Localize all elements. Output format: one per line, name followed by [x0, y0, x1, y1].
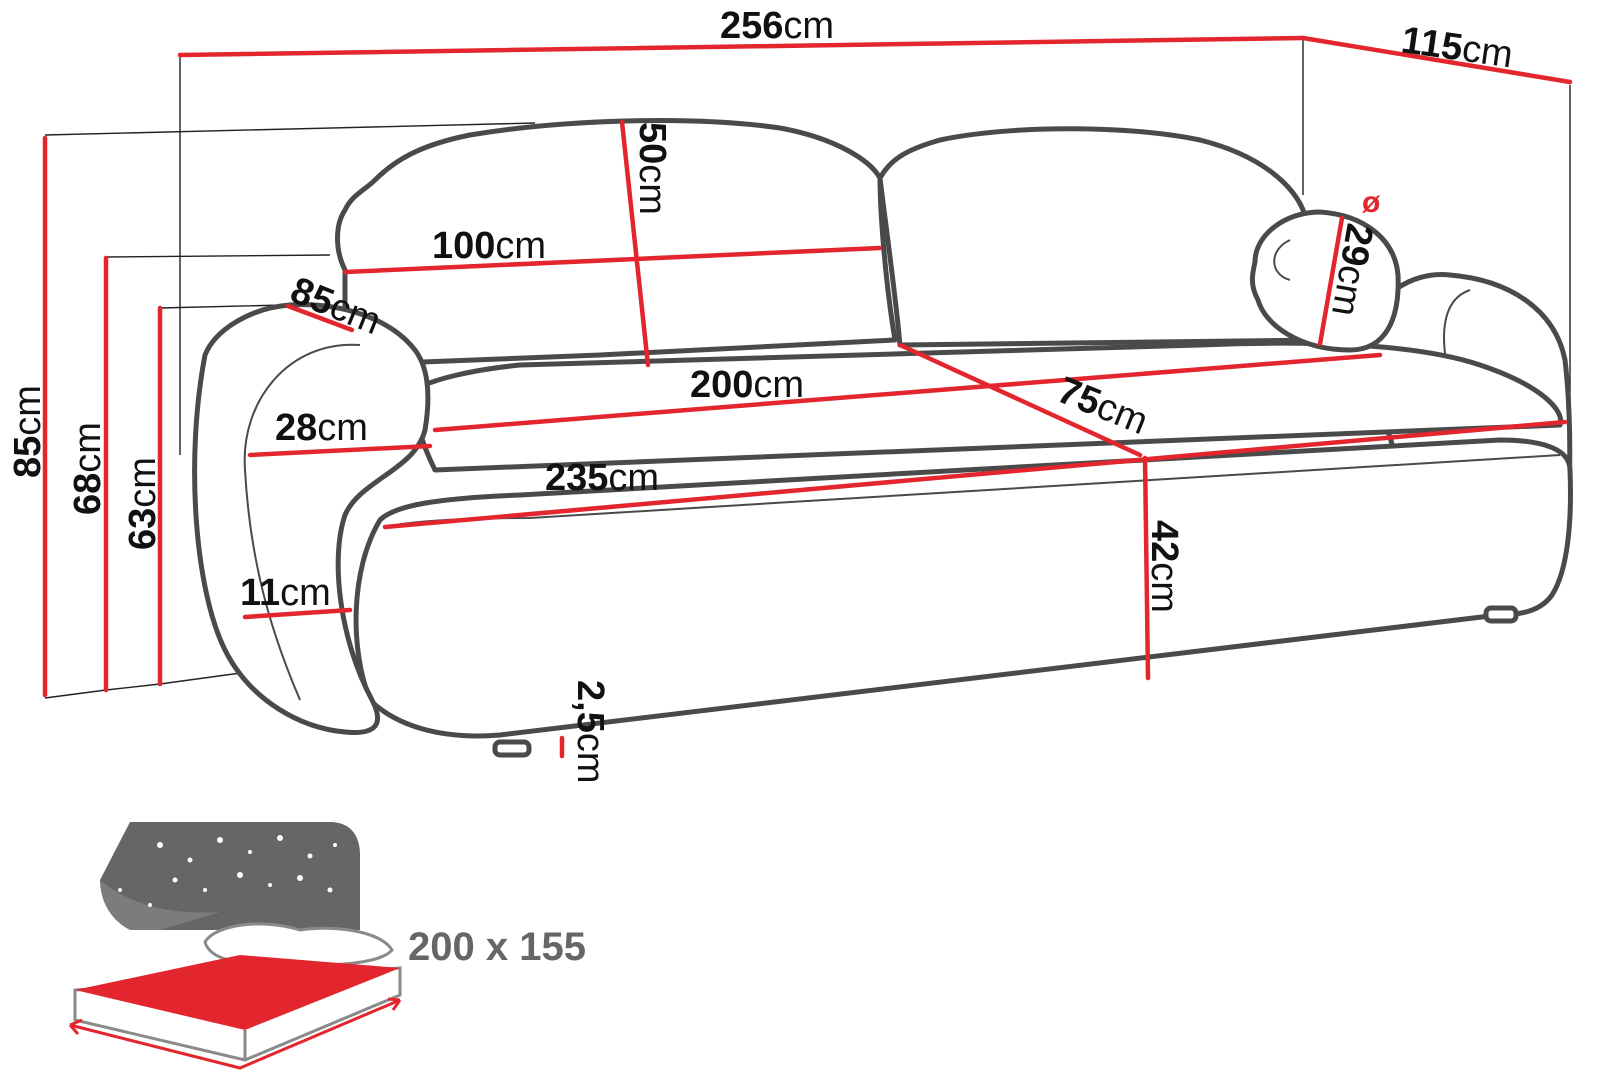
- label-seat-front: 235cm: [545, 457, 659, 499]
- stars: [118, 835, 337, 907]
- seat-front: [353, 437, 1573, 739]
- diameter-symbol: ø: [1362, 186, 1381, 219]
- label-seat-height: 42cm: [1143, 520, 1185, 613]
- round-pillow: [1249, 209, 1401, 353]
- label-back-width: 100cm: [432, 225, 546, 267]
- seat-top: [411, 340, 1564, 473]
- sofa-outline: [192, 118, 1573, 758]
- label-armrest-height: 68cm: [67, 422, 109, 515]
- sleeping-area-label: 200 x 155: [408, 925, 586, 969]
- label-leg-height: 2,5cm: [569, 680, 611, 783]
- label-total-depth: 115cm: [1399, 19, 1516, 76]
- label-arm-top-height: 63cm: [122, 457, 164, 550]
- dimension-lines: [42, 35, 1573, 759]
- label-armrest-width: 28cm: [275, 407, 368, 449]
- label-seat-width: 200cm: [690, 364, 804, 406]
- label-arm-bottom: 11cm: [240, 572, 331, 614]
- back-cushion-left: [335, 118, 898, 368]
- dimension-labels: 256cm 115cm 85cm 68cm 63cm 50cm 100cm 85…: [7, 5, 1515, 783]
- reference-guides: [44, 38, 1571, 699]
- bed-with-stars-icon: [68, 822, 402, 1070]
- label-total-width: 256cm: [720, 5, 834, 47]
- label-total-height: 85cm: [7, 385, 49, 478]
- label-back-height: 50cm: [631, 122, 673, 215]
- label-pillow-diameter: 29cm: [1323, 220, 1381, 319]
- back-cushion-right: [877, 126, 1323, 348]
- foot-front: [492, 739, 532, 758]
- foot-right: [1483, 605, 1519, 624]
- armrest-left: [192, 302, 431, 736]
